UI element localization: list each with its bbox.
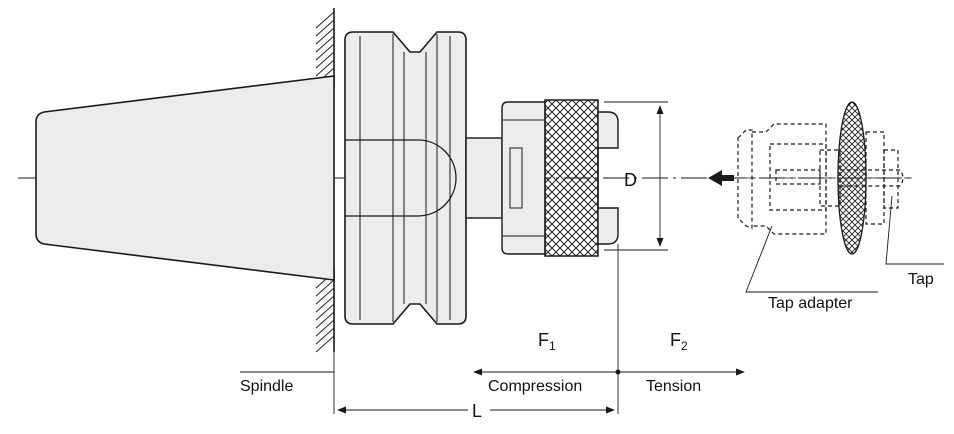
- taper-shank: [35, 75, 335, 281]
- neck: [465, 137, 503, 219]
- tap-adapter-leader: [745, 225, 878, 293]
- tap-adapter: [737, 123, 904, 235]
- front-lugs: [597, 111, 619, 245]
- spindle-wall: [315, 8, 335, 353]
- tap-leader: [885, 195, 944, 265]
- tension-label: Tension: [646, 378, 701, 395]
- nut-details: [502, 119, 545, 237]
- insert-arrow-icon: [708, 170, 734, 186]
- tap-label: Tap: [908, 271, 934, 288]
- spindle-label: Spindle: [240, 378, 293, 395]
- knurled-ring: [544, 99, 599, 257]
- origin-point: [615, 369, 621, 375]
- collet-nut: [501, 101, 546, 255]
- dimension-l-label: L: [472, 401, 482, 421]
- flange-details: [359, 34, 451, 322]
- drive-key-slot: [345, 139, 457, 217]
- f1-label: F1: [538, 330, 556, 353]
- flange-body: [344, 31, 467, 325]
- dimension-d: [604, 101, 668, 251]
- compression-label: Compression: [488, 378, 582, 395]
- tap-adapter-label: Tap adapter: [768, 295, 853, 312]
- dimension-l-gap: [468, 400, 490, 420]
- dimension-d-label: D: [624, 170, 637, 190]
- f2-label: F2: [670, 330, 688, 353]
